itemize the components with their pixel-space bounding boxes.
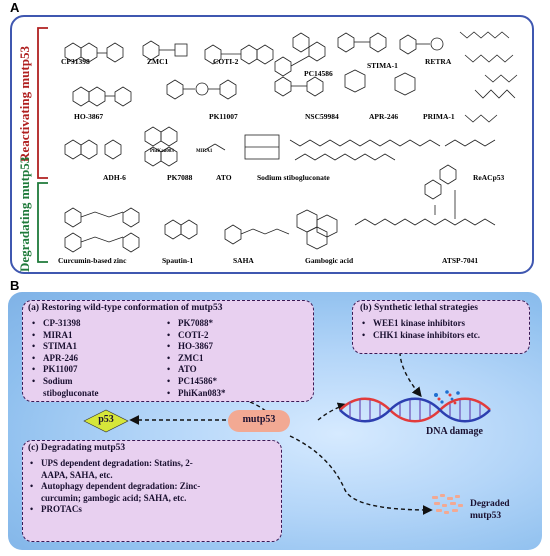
compound-label-stima-1: STIMA-1 <box>367 61 398 70</box>
chemical-structures <box>64 31 518 253</box>
compound-label-pk11007: PK11007 <box>209 112 238 121</box>
compound-label-pc14586: PC14586 <box>304 69 333 78</box>
list-item: MIRA1 <box>32 330 162 342</box>
compound-label-retra: RETRA <box>425 57 452 66</box>
compound-label-reacp53: ReACp53 <box>473 173 505 182</box>
list-item: UPS dependent degradation: Statins, 2-AA… <box>30 458 205 481</box>
box-c-title: (c) Degradating mutp53 <box>28 443 126 453</box>
compound-label-cp31398: CP31398 <box>61 57 90 66</box>
compound-label-pk7088: PK7088 <box>167 173 193 182</box>
compound-label-apr-246: APR-246 <box>369 112 399 121</box>
compound-label-mira1: MIRA1 <box>196 149 213 154</box>
list-item: PhiKan083* <box>167 388 307 400</box>
list-item: CHK1 kinase inhibitors etc. <box>362 330 483 342</box>
panel-b-label: B <box>10 278 20 293</box>
list-item: Sodium stibogluconate <box>32 376 113 399</box>
box-c-list: UPS dependent degradation: Statins, 2-AA… <box>30 458 205 516</box>
box-a-right-list: PK7088* COTI-2 HO-3867 ZMC1 ATO PC14586*… <box>167 318 307 399</box>
compound-label-sodium-stibogluconate: Sodium stibogluconate <box>257 173 330 182</box>
compound-label-curcumin-zinc: Curcumin-based zinc <box>58 256 127 265</box>
box-b-title: (b) Synthetic lethal strategies <box>360 303 478 313</box>
compound-label-coti-2: COTI-2 <box>213 57 239 66</box>
compound-label-atsp-7041: ATSP-7041 <box>442 256 479 265</box>
list-item: PROTACs <box>30 504 205 516</box>
list-item: PK7088* <box>167 318 307 330</box>
panel-a-brackets <box>37 27 48 263</box>
panel-a-label: A <box>10 0 20 15</box>
list-item: PK11007 <box>32 364 162 376</box>
compound-label-phikan083: PhiKan083 <box>150 149 174 154</box>
compound-label-spautin-1: Spautin-1 <box>162 256 194 265</box>
mutp53-pill <box>228 410 290 432</box>
degraded-fragments <box>432 494 463 514</box>
list-item: APR-246 <box>32 353 162 365</box>
mutp53-label: mutp53 <box>242 414 276 425</box>
degraded-mutp53-label: Degraded mutp53 <box>470 499 510 521</box>
compound-label-adh-6: ADH-6 <box>103 173 126 182</box>
p53-diamond <box>83 409 129 433</box>
p53-label: p53 <box>98 414 114 425</box>
list-item: ATO <box>167 364 307 376</box>
compound-label-gambogic-acid: Gambogic acid <box>305 256 354 265</box>
compound-label-prima-1: PRIMA-1 <box>423 112 455 121</box>
box-b-list: WEE1 kinase inhibitors CHK1 kinase inhib… <box>362 318 522 341</box>
compound-label-zmc1: ZMC1 <box>147 57 169 66</box>
compound-label-nsc59984: NSC59984 <box>305 112 339 121</box>
list-item: ZMC1 <box>167 353 307 365</box>
list-item: Autophagy dependent degradation: Zinc-cu… <box>30 481 211 504</box>
list-item: HO-3867 <box>167 341 307 353</box>
list-item: CP-31398 <box>32 318 162 330</box>
list-item: COTI-2 <box>167 330 307 342</box>
dna-damage-label: DNA damage <box>426 426 483 437</box>
compound-label-saha: SAHA <box>233 256 254 265</box>
list-item: STIMA1 <box>32 341 162 353</box>
list-item: WEE1 kinase inhibitors <box>362 318 522 330</box>
box-a-title: (a) Restoring wild-type conformation of … <box>28 303 223 313</box>
box-a-left-list: CP-31398 MIRA1 STIMA1 APR-246 PK11007 So… <box>32 318 162 399</box>
compound-label-ato: ATO <box>216 173 232 182</box>
compound-label-ho-3867: HO-3867 <box>74 112 104 121</box>
list-item: PC14586* <box>167 376 307 388</box>
dna-helix <box>339 390 491 423</box>
